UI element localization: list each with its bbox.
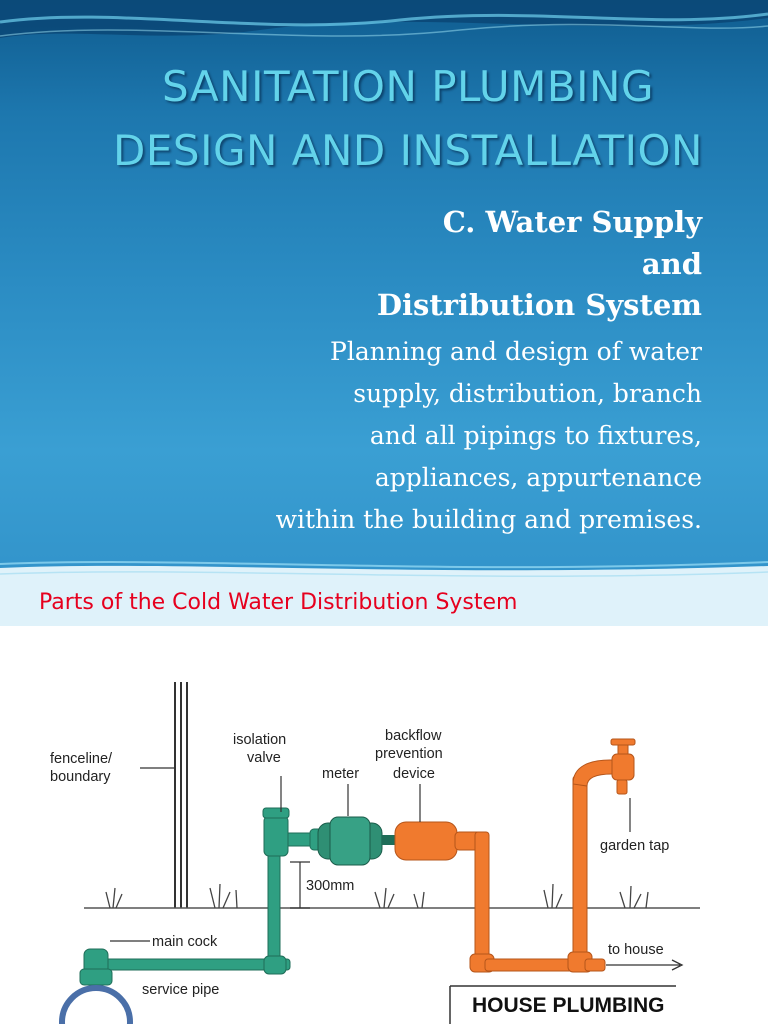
section-heading: Parts of the Cold Water Distribution Sys…	[39, 590, 518, 615]
grass-tufts	[105, 883, 649, 909]
slide-header-panel: SANITATION PLUMBING DESIGN AND INSTALLAT…	[0, 0, 768, 626]
label-house-plumbing: HOUSE PLUMBING	[472, 994, 665, 1017]
label-meter: meter	[322, 766, 359, 782]
main-cock	[59, 948, 133, 1024]
arrow-icon	[606, 959, 684, 971]
backflow-prevention-device	[394, 821, 486, 861]
service-pipe	[94, 807, 339, 975]
slide-title-line-2: DESIGN AND INSTALLATION	[113, 126, 703, 175]
subtitle-line-2: and	[641, 247, 702, 281]
slide-title-line-1: SANITATION PLUMBING	[162, 62, 654, 111]
body-text-line-4: appliances, appurtenance	[374, 463, 702, 492]
label-main-cock: main cock	[152, 934, 218, 950]
subtitle-line-1: C. Water Supply	[442, 205, 702, 239]
label-depth: 300mm	[306, 878, 354, 894]
label-isolation: isolation	[233, 732, 286, 748]
body-text-line-2: supply, distribution, branch	[353, 379, 702, 408]
label-prevention: prevention	[375, 746, 443, 762]
house-pipe	[469, 738, 636, 973]
decorative-wave-bottom	[0, 561, 768, 626]
water-meter	[317, 816, 398, 866]
body-text-line-1: Planning and design of water	[330, 337, 702, 366]
decorative-wave-top	[0, 0, 768, 38]
cold-water-distribution-diagram: fenceline/ boundary isolation valve mete…	[50, 682, 700, 1024]
label-fenceline: fenceline/	[50, 751, 113, 767]
label-to-house: to house	[608, 942, 664, 958]
label-device: device	[393, 766, 435, 782]
fence-post	[174, 682, 188, 908]
label-valve: valve	[247, 750, 281, 766]
body-text-line-5: within the building and premises.	[275, 505, 702, 534]
label-service-pipe: service pipe	[142, 982, 219, 998]
body-text-line-3: and all pipings to fixtures,	[369, 421, 702, 450]
label-backflow: backflow	[385, 728, 442, 744]
subtitle-line-3: Distribution System	[376, 288, 702, 322]
label-boundary: boundary	[50, 769, 111, 785]
label-garden-tap: garden tap	[600, 838, 669, 854]
